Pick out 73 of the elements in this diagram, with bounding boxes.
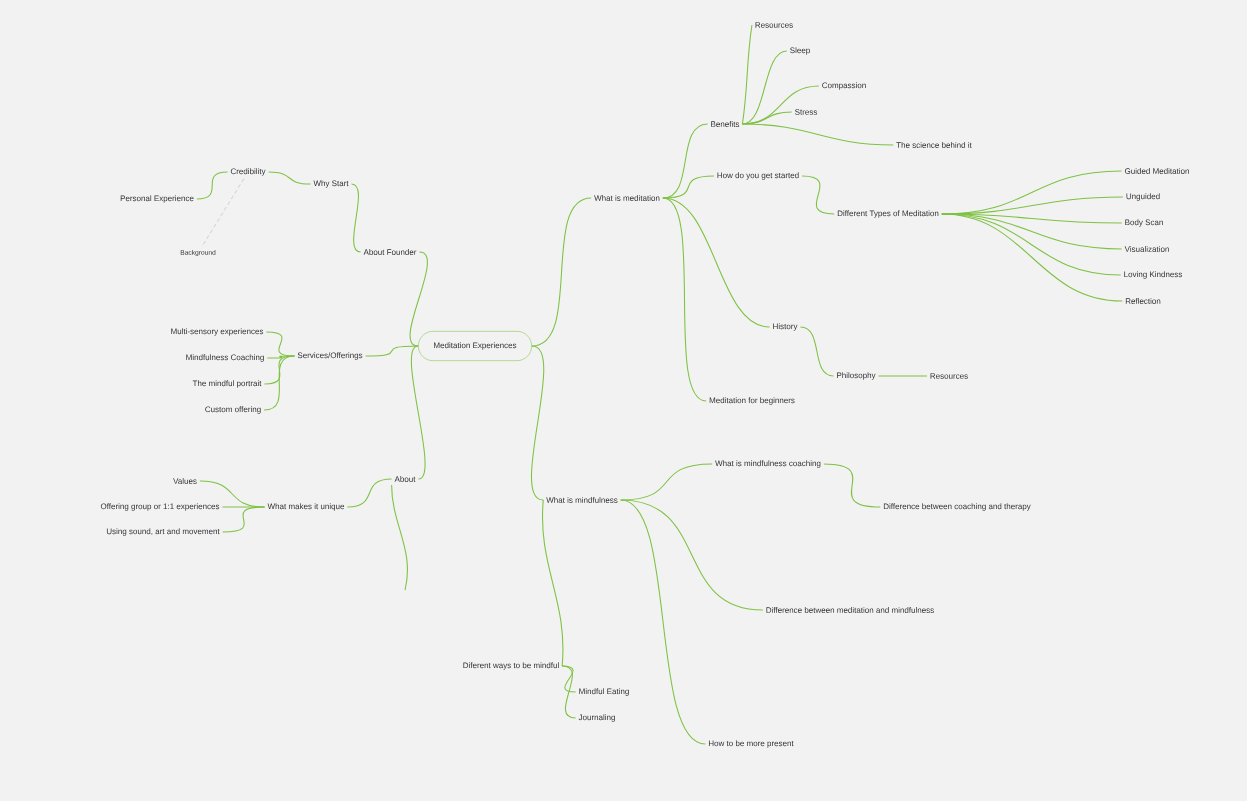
topic-label: Body Scan <box>1125 219 1163 227</box>
topic-label: Journaling <box>578 714 615 722</box>
topic-label: Compassion <box>822 82 866 90</box>
topic-label: The mindful portrait <box>192 380 262 388</box>
connector-line <box>346 478 393 508</box>
connector-line <box>620 463 713 501</box>
topic-label: About Founder <box>363 249 417 255</box>
topic-label: Different Types of Meditation <box>837 210 939 218</box>
connector-line <box>620 499 764 611</box>
connector-line <box>350 183 362 253</box>
connector-line <box>941 213 1123 302</box>
connector-line <box>561 665 577 693</box>
connector-line <box>561 665 577 719</box>
topic-label: Mindful Eating <box>579 688 629 696</box>
connector-line <box>222 506 266 533</box>
topic-label: What makes it unique <box>267 503 345 511</box>
connector-line <box>263 355 295 385</box>
topic-label: What is meditation <box>594 195 660 201</box>
topic-label: Using sound, art and movement <box>106 528 220 536</box>
topic-label: The science behind it <box>896 142 972 148</box>
connector-line <box>877 375 928 377</box>
topic-label: Why Start <box>313 180 349 188</box>
topic-label: Offering group or 1:1 experiences <box>100 503 220 511</box>
topic-label: How do you get started <box>717 172 799 180</box>
topic-box: Meditation Experiences <box>418 331 532 361</box>
connector-line <box>662 175 715 199</box>
topic-label: Resources <box>755 22 793 28</box>
topic-label: Meditation for beginners <box>709 397 795 405</box>
topic-label: Sleep <box>790 47 810 55</box>
topic-label: Services/Offerings <box>297 352 363 360</box>
connector-line <box>541 499 564 667</box>
topic-label: Personal Experience <box>120 195 194 203</box>
connector-line <box>196 171 229 200</box>
connector-line <box>741 123 894 146</box>
topic-label: Stress <box>795 109 818 115</box>
topic-label: Visualization <box>1124 246 1169 252</box>
topic-label: Loving Kindness <box>1124 271 1183 279</box>
topic-label: Benefits <box>711 121 740 127</box>
connector-line <box>823 463 881 508</box>
connector-line <box>201 178 245 248</box>
topic-label: How to be more present <box>708 740 794 748</box>
connector-line <box>266 355 295 359</box>
topic-label: Philosophy <box>837 372 876 380</box>
topic-label: Diferent ways to be mindful <box>463 662 559 670</box>
connector-line <box>263 355 295 411</box>
connector-line <box>391 484 408 591</box>
topic-label: Multi-sensory experiences <box>171 328 264 336</box>
topic-label: History <box>773 323 798 331</box>
topic-label: About <box>394 476 416 482</box>
topic-label: Difference between meditation and mindfulness <box>766 607 934 613</box>
connector-line <box>411 345 426 480</box>
topic-label: What is mindfulness <box>546 497 618 503</box>
connector-line <box>365 345 419 357</box>
topic-label: Resources <box>930 373 968 379</box>
connector-line <box>531 197 592 347</box>
connector-line <box>620 499 706 745</box>
topic-label: Difference between coaching and therapy <box>883 503 1031 511</box>
connector-line <box>409 251 428 347</box>
connector-line <box>801 175 835 215</box>
connector-line <box>662 197 771 328</box>
connector-line <box>267 171 312 185</box>
topic-label: Mindfulness Coaching <box>186 354 264 362</box>
topic-label: What is mindfulness coaching <box>715 460 821 468</box>
topic-label: Guided Meditation <box>1124 168 1189 174</box>
topic-label: Custom offering <box>205 406 261 414</box>
topic-label: Values <box>173 478 197 484</box>
connector-line <box>530 345 545 501</box>
topic-label: Reflection <box>1125 298 1161 304</box>
connector-line <box>741 24 753 125</box>
topic-label: Unguided <box>1126 193 1160 201</box>
connector-line <box>799 326 835 377</box>
topic-label: Credibility <box>230 168 266 176</box>
connector-line <box>662 197 707 402</box>
